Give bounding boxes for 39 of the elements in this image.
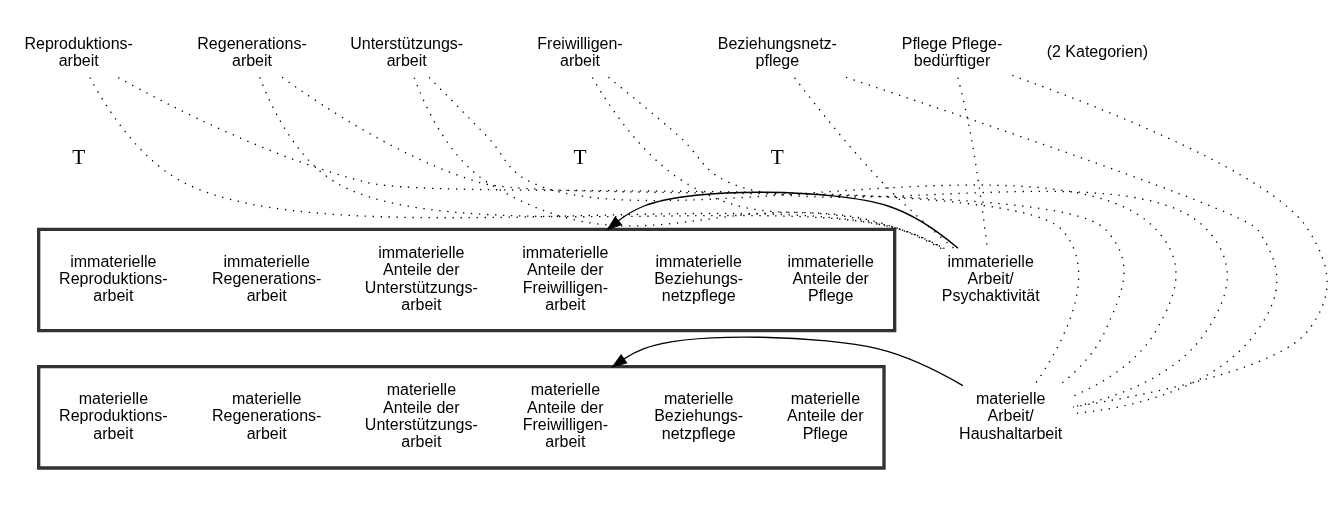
node-text: immaterielle Regenerations- arbeit [211,252,322,305]
connector [1011,74,1328,408]
connector [845,76,1278,415]
node-text: Pflege Pflege- bedürftiger [901,34,1003,70]
connector [259,76,945,250]
node-text: immaterielle Anteile der Pflege [787,252,874,305]
connector [607,76,1228,408]
node-text: Beziehungsnetz- pflege [717,34,837,70]
node-label: T [770,144,784,169]
connector [591,76,943,250]
connector [413,77,944,250]
arrow [606,191,959,249]
connector [428,76,1177,397]
node-text: materielle Reproduktions- arbeit [59,390,168,442]
connector [89,76,946,250]
node-text: Freiwilligen- arbeit [537,34,623,70]
node-text: Reproduktions- arbeit [24,34,133,70]
node-text: materielle Regenerations- arbeit [211,390,322,442]
cluster [37,227,897,333]
label: (2 Kategorien) [1046,43,1149,61]
node-text: immaterielle Reproduktions- arbeit [59,252,168,305]
node-text: materielle Beziehungs- netzpflege [654,390,744,442]
node-text: immaterielle Beziehungs- netzpflege [654,252,744,305]
node-text: Regenerations- arbeit [197,34,307,70]
node-text: immaterielle Anteile der Freiwilligen- arbeit [522,244,609,314]
node-text: immaterielle Arbeit/ Psychaktivität [941,252,1040,305]
cluster [37,365,886,470]
connector [281,76,1125,387]
node-label: T [72,144,86,169]
node-text: Unterstützungs- arbeit [350,34,464,70]
node-text: materielle Anteile der Pflege [787,390,864,442]
arrow [611,336,964,387]
node-text: immaterielle Anteile der Unterstützungs- arbeit [364,244,478,314]
node-text: materielle Arbeit/ Haushaltarbeit [959,390,1063,442]
connector [117,76,1080,387]
node-text: materielle Anteile der Freiwilligen- arbeit [522,381,609,451]
node-label: T [573,144,587,169]
node-text: materielle Anteile der Unterstützungs- arbeit [364,381,478,451]
connector [793,77,955,250]
